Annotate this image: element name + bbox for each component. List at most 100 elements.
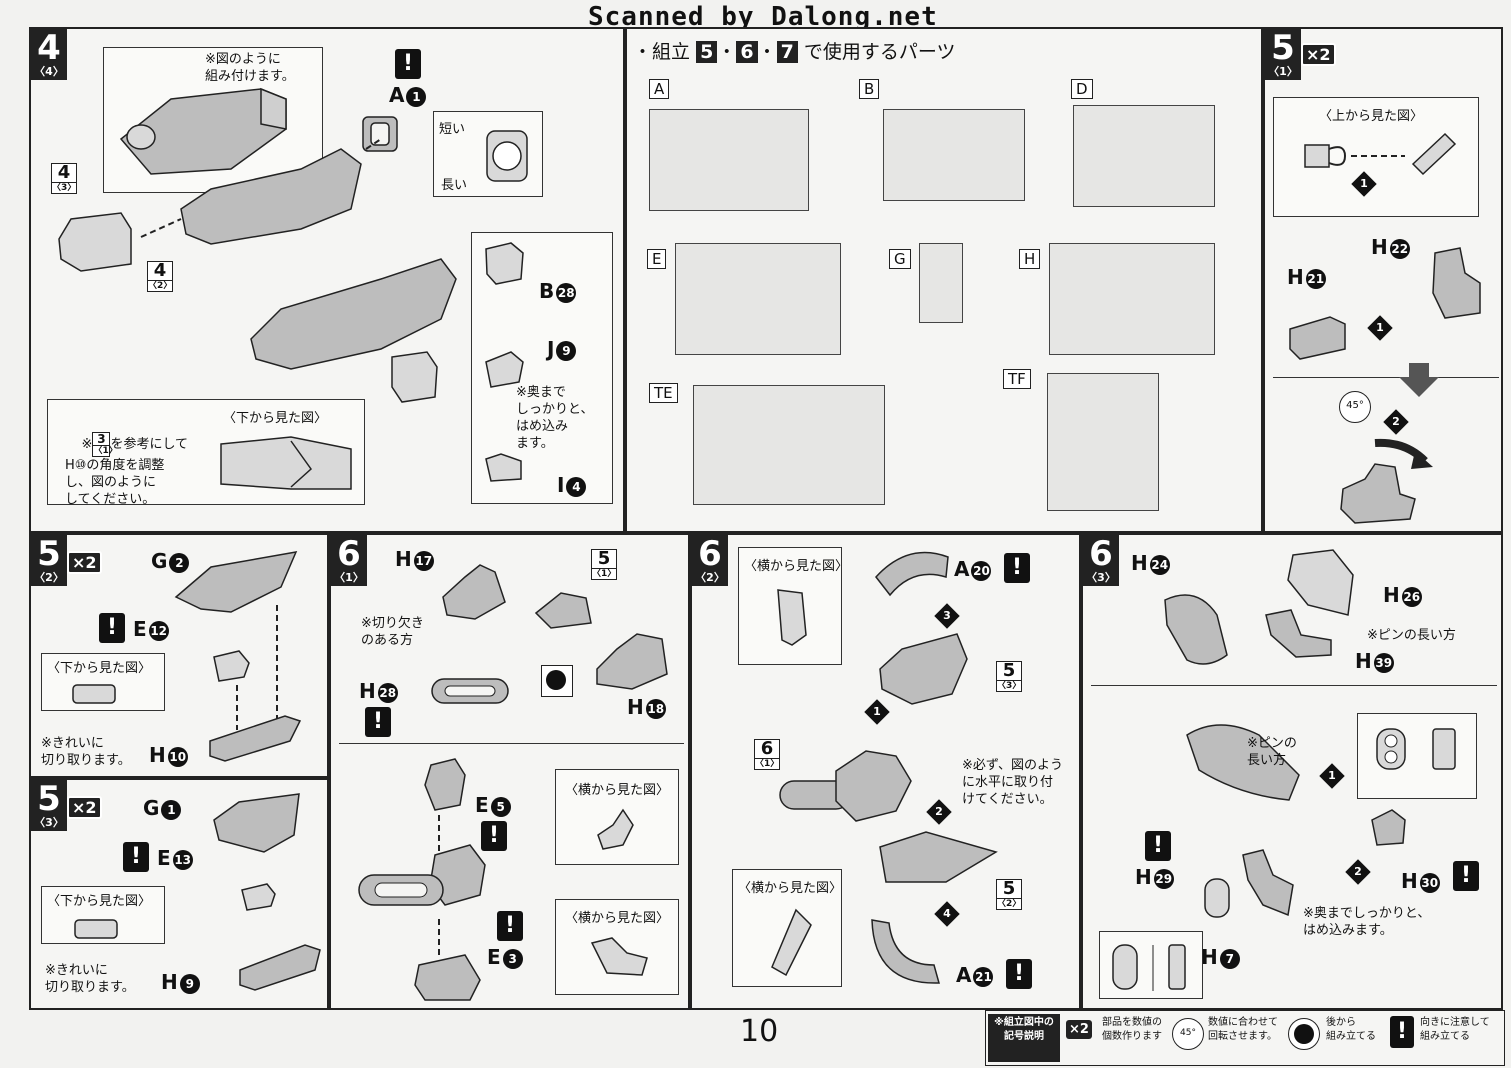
orientation-warning-icon: !	[481, 821, 507, 851]
part-h9-drawing	[239, 944, 321, 991]
down-arrow-icon	[1399, 363, 1439, 397]
orientation-warning-icon: !	[395, 49, 421, 79]
runner-e	[675, 243, 841, 355]
side-view-drawing-1	[777, 589, 807, 646]
part-h21-drawing	[1289, 316, 1346, 360]
orientation-warning-icon: !	[1145, 831, 1171, 861]
step-marker-1b: 1	[1367, 315, 1393, 341]
step-number: 6〈2〉	[692, 535, 728, 586]
runner-label-e: E	[647, 249, 667, 269]
deep-fit-note: ※奥まで しっかりと、 はめ込み ます。	[516, 385, 594, 451]
part-a21-drawing	[871, 919, 940, 984]
main-assembly-top	[58, 138, 382, 272]
deep-fit-note: ※奥までしっかりと、 はめ込みます。	[1303, 906, 1431, 938]
orientation-warning-icon: !	[1004, 553, 1030, 583]
part-e12-drawing	[213, 650, 250, 682]
part-h39-drawing	[1265, 609, 1332, 658]
step-marker-1: 1	[1319, 763, 1345, 789]
cut-note: ※きれいに 切り取ります。	[41, 736, 131, 768]
part-h10-drawing	[209, 715, 302, 762]
orientation-warning-icon: !	[365, 707, 391, 737]
notch-note: ※切り欠き のある方	[361, 616, 424, 648]
legend-back-icon	[1288, 1018, 1320, 1050]
pin-note: ※ピンの長い方	[1367, 628, 1456, 643]
part-h28-drawing	[431, 678, 509, 704]
rotate-45-icon: 45°	[1339, 391, 1371, 423]
part-h30-drawing	[1371, 809, 1406, 846]
side-view-title: 〈横から見た図〉	[565, 911, 670, 926]
legend-rotate-icon: 45°	[1172, 1018, 1204, 1050]
runner-b	[883, 109, 1025, 201]
times-two-badge: ×2	[67, 796, 102, 819]
legend-x2-icon: ×2	[1066, 1020, 1092, 1039]
legend-title: ※組立図中の 記号説明	[988, 1014, 1060, 1062]
runner-label-h: H	[1019, 249, 1041, 269]
runner-te	[693, 385, 885, 505]
short-long-drawing	[486, 130, 528, 182]
part-h24-drawing	[1164, 594, 1228, 665]
part-h18-drawing	[596, 633, 668, 690]
part-g1-drawing	[213, 793, 300, 853]
bottom-view-drawing	[74, 919, 118, 939]
part-e13-drawing	[241, 883, 276, 911]
side-view-title: 〈横から見た図〉	[744, 559, 849, 574]
ref-step5-3: 5〈3〉	[996, 660, 1022, 692]
level-note: ※必ず、図のよう に水平に取り付 けてください。	[962, 758, 1063, 807]
step-number: 5〈3〉	[31, 780, 67, 831]
bottom-view-drawing	[72, 684, 116, 704]
part-h26-drawing	[1287, 549, 1354, 616]
legend-rotate-text: 数値に合わせて 回転させます。	[1208, 1017, 1278, 1042]
lower-assembly-drawing	[358, 758, 486, 1001]
callout-part-drawing	[119, 87, 287, 175]
main-assembly-bottom	[250, 258, 457, 370]
legend-back-text: 後から 組み立てる	[1326, 1017, 1376, 1042]
part-j9-drawing	[485, 351, 524, 388]
step-number: 5〈2〉	[31, 535, 67, 586]
core-assembly-drawing	[779, 750, 912, 822]
part-g2-drawing	[174, 551, 298, 613]
bottom-view-drawing	[220, 436, 352, 490]
part-i4-drawing	[485, 453, 522, 482]
step-number: 4〈4〉	[31, 29, 67, 80]
rotation-arrow-icon	[1374, 438, 1433, 469]
upper-armor-drawing	[879, 633, 968, 705]
back-assembly-icon	[541, 665, 573, 697]
rotated-assembly-drawing	[1340, 463, 1416, 524]
divider-line	[1091, 685, 1497, 686]
ref-step4-2: 4〈2〉	[147, 260, 173, 292]
ref-step5-1: 5〈1〉	[591, 548, 617, 580]
bottom-view-title: 〈下から見た図〉	[47, 661, 152, 676]
bottom-view-title: 〈下から見た図〉	[223, 411, 328, 426]
part-b28-drawing	[485, 242, 524, 285]
part-h7-drawing	[1242, 849, 1294, 917]
step-number: 6〈3〉	[1083, 535, 1119, 586]
part-h29-drawing	[1204, 878, 1230, 918]
ref-part-drawing	[534, 592, 592, 629]
side-view-box-1	[555, 769, 679, 865]
parts-panel-title: ・組立 5・6・7 で使用するパーツ	[633, 41, 956, 63]
legend-x2-text: 部品を数値の 個数作ります	[1102, 1017, 1162, 1042]
step-marker-1: 1	[864, 699, 890, 725]
step-marker-2: 2	[1345, 859, 1371, 885]
runner-label-b: B	[859, 79, 880, 99]
divider-line	[339, 743, 684, 744]
lower-assembly-drawing	[1186, 724, 1300, 801]
